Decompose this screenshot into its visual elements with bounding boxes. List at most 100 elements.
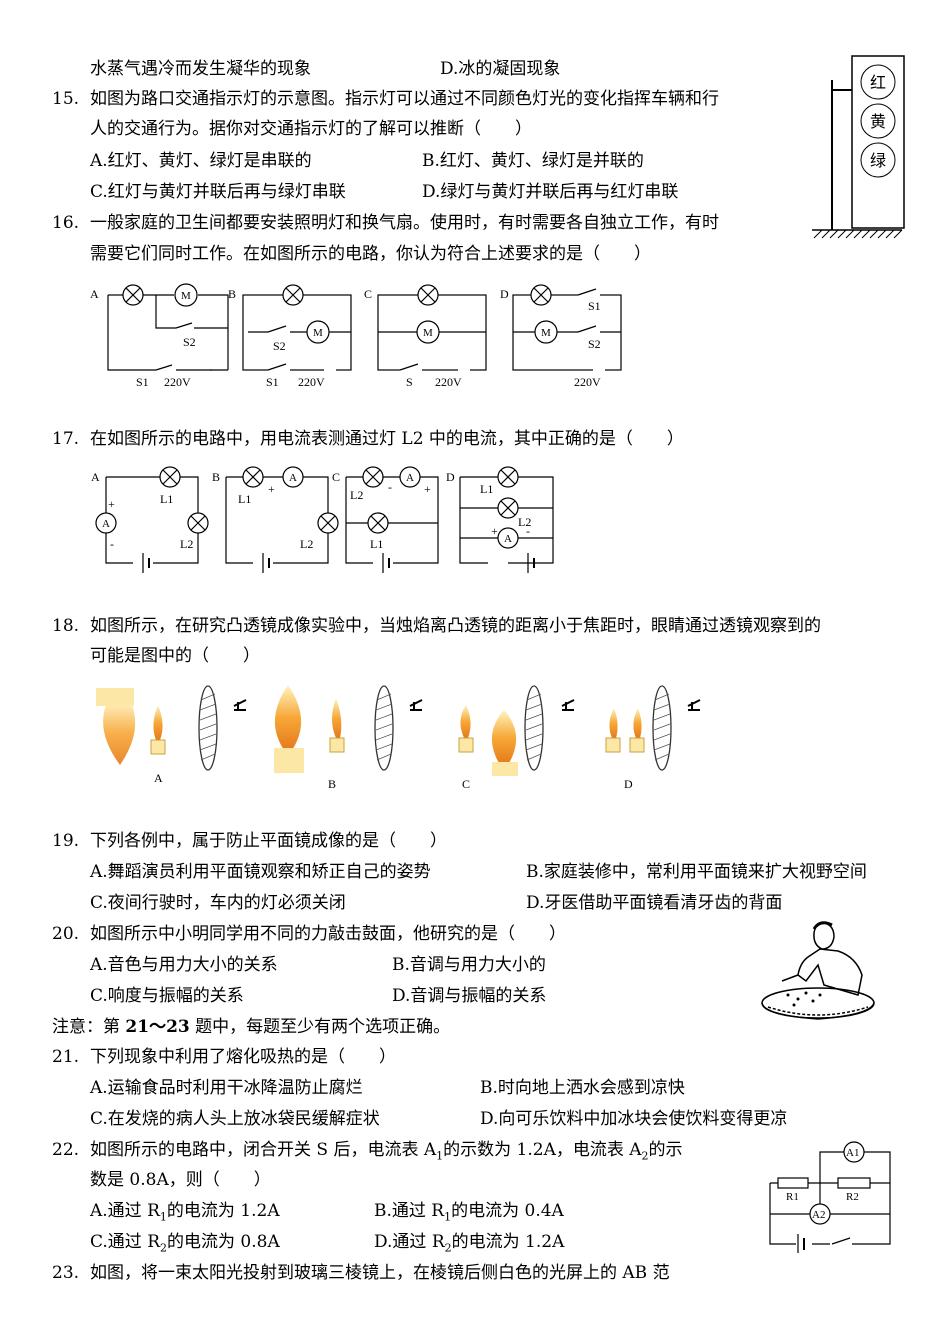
ammeter-a1: [843, 1141, 865, 1163]
label-v: 220V: [574, 375, 601, 389]
label-a1: A1: [846, 1147, 859, 1159]
label-s: S: [406, 375, 413, 389]
ammeter-label: A: [102, 518, 110, 530]
label-s1: S1: [588, 299, 601, 313]
red-lamp: [860, 64, 896, 100]
candle-image-c: [491, 710, 517, 765]
plus: +: [268, 482, 275, 496]
ammeter-label: A: [406, 472, 414, 484]
lamp-cross: [162, 469, 178, 485]
label-d: D: [500, 287, 509, 301]
switch-blade: [577, 325, 597, 333]
wire: [107, 295, 156, 371]
label-v: 220V: [164, 375, 191, 389]
gap: [578, 328, 600, 336]
lamp-cross: [500, 469, 516, 485]
motor-label: M: [423, 327, 433, 339]
plus: +: [491, 524, 498, 538]
candle-flame: [633, 708, 642, 738]
q22-stem-1b: 的示数为 1.2A，电流表 A: [443, 1140, 642, 1160]
stick: [781, 974, 799, 982]
label-s1: S1: [136, 375, 149, 389]
switch-blade: [399, 363, 419, 371]
sand-dot: [786, 993, 790, 997]
label-l1: L1: [160, 492, 173, 506]
drum-rim: [767, 1006, 869, 1016]
label-r2: R2: [846, 1191, 859, 1203]
gap: [400, 366, 422, 374]
q15-option-b: B.红灯、黄灯、绿灯是并联的: [422, 151, 644, 171]
q22-stem-1c: 的示: [648, 1140, 683, 1160]
traffic-light-figure: 红 黄 绿: [812, 55, 905, 239]
q15-stem-2: 人的交通行为。据你对交通指示灯的了解可以推断（ ）: [90, 119, 532, 139]
gap: [458, 366, 470, 374]
label-b: B: [328, 777, 336, 791]
ground-hatch: [813, 229, 903, 239]
light-box: [851, 55, 905, 229]
candle-flame: [332, 698, 342, 738]
sub-1: 1: [436, 1149, 444, 1163]
wire: [198, 294, 229, 370]
sand-dot: [796, 997, 800, 1001]
ammeter: [282, 466, 304, 488]
lamp-cross: [125, 287, 141, 303]
sub-1: 1: [159, 1210, 167, 1224]
q22-option-b: B.通过 R1的电流为 0.4A: [374, 1200, 564, 1228]
motor: [416, 320, 440, 344]
q21-option-d: D.向可乐饮料中加冰块会使饮料变得更凉: [480, 1109, 788, 1129]
ammeter: [399, 466, 421, 488]
gap: [488, 559, 508, 567]
candle-body-image: [96, 688, 134, 706]
red-label: 红: [870, 74, 886, 92]
q22-option-a-1: A.通过 R: [90, 1201, 160, 1221]
minus: -: [388, 480, 392, 494]
q21-option-c: C.在发烧的病人头上放冰袋民缓解症状: [90, 1109, 380, 1129]
gap: [593, 366, 605, 374]
label-a: A: [154, 771, 163, 785]
motor-label: M: [541, 327, 551, 339]
candle-body-image: [492, 762, 518, 776]
sand-dot: [811, 999, 815, 1003]
q16-circuits: A M S2 S1 220V B M S2 S1 220V C M S 220V…: [90, 283, 622, 389]
q22-stem-1a: 如图所示的电路中，闭合开关 S 后，电流表 A: [90, 1140, 437, 1160]
q22-option-d: D.通过 R2的电流为 1.2A: [374, 1231, 564, 1259]
label-d: D: [624, 777, 633, 791]
label-s2: S2: [588, 337, 601, 351]
motor-label: M: [313, 327, 323, 339]
q22-circuit: A1 A2 R1 R2: [769, 1141, 891, 1253]
gap: [578, 291, 600, 299]
label-a: A: [91, 470, 100, 484]
q20-option-d: D.音调与振幅的关系: [392, 986, 547, 1006]
candle-body: [150, 739, 166, 755]
q17-circuits: A A + - L1 L2 B A + L1 L2 C A + - L2 L1 …: [91, 466, 554, 573]
hair: [812, 921, 833, 930]
label-c: C: [364, 287, 372, 301]
note-suffix: 题中，每题至少有两个选项正确。: [189, 1017, 451, 1037]
label-l2: L2: [518, 515, 531, 529]
switch-blade: [267, 325, 287, 333]
sand-dot: [804, 991, 808, 995]
body: [797, 948, 863, 996]
motor: [306, 320, 330, 344]
candle-body: [329, 737, 345, 753]
label-a2: A2: [812, 1209, 825, 1221]
lens-hatch: [653, 693, 671, 761]
lens-hatch: [375, 693, 393, 761]
minus: -: [526, 524, 530, 538]
ammeter: [95, 512, 117, 534]
label-b: B: [212, 470, 220, 484]
sub-1: 1: [444, 1210, 452, 1224]
switch-blade: [155, 364, 173, 371]
label-s1: S1: [266, 375, 279, 389]
q20-option-b: B.音调与用力大小的: [392, 955, 546, 975]
candle-flame: [460, 705, 471, 738]
label-l1: L1: [238, 492, 251, 506]
q22-stem-2: 数是 0.8A，则（ ）: [90, 1170, 271, 1190]
resistor-r1: [777, 1177, 809, 1189]
lamp-cross: [370, 515, 386, 531]
lamp-cross: [320, 515, 336, 531]
label-l2: L2: [180, 537, 193, 551]
sub-2: 2: [160, 1241, 168, 1255]
q22-stem-1: 如图所示的电路中，闭合开关 S 后，电流表 A1的示数为 1.2A，电流表 A2…: [90, 1139, 683, 1167]
yellow-label: 黄: [870, 113, 886, 131]
